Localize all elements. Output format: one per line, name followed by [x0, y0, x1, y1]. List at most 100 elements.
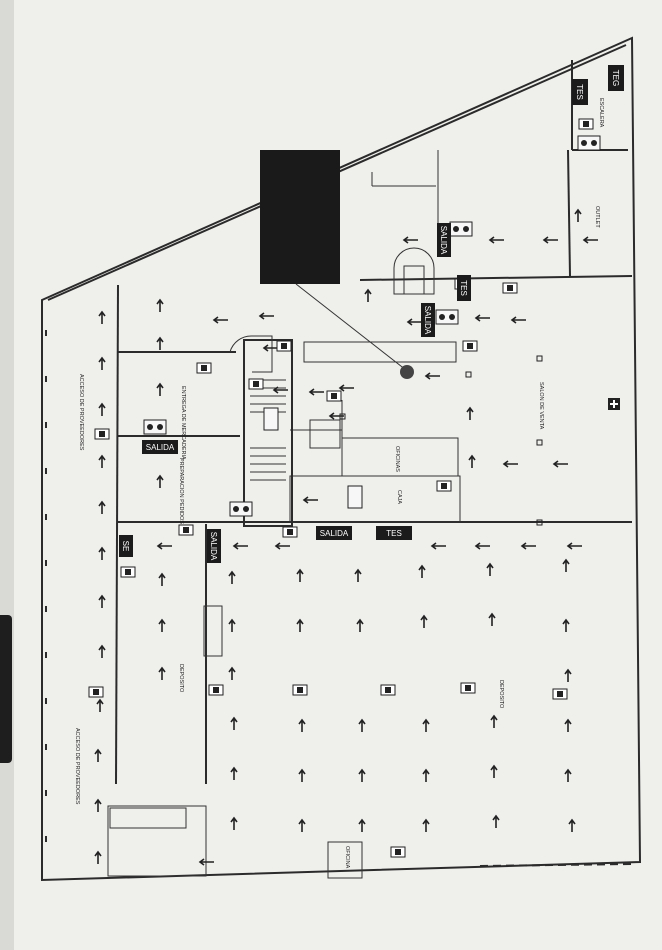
label-outlet: OUTLET — [594, 206, 600, 228]
label-escalera: ESCALERA — [598, 98, 604, 128]
label-entrega-de-mercaderia: ENTREGA DE MERCADERIA — [180, 386, 186, 460]
sign-tes-mid-text: TES — [459, 280, 468, 296]
sign-salida-bottom: SALIDA — [316, 526, 352, 540]
exit-arrow — [562, 558, 570, 572]
exit-arrow — [98, 356, 106, 370]
exit-arrow — [466, 406, 474, 420]
exit-arrow — [98, 546, 106, 560]
fire-extinguisher-icon — [248, 378, 264, 390]
left-depot-stair — [203, 605, 223, 657]
exit-arrow — [486, 562, 494, 576]
fire-extinguisher-icon — [326, 390, 342, 402]
exit-arrow — [98, 310, 106, 324]
fire-extinguisher-icon — [390, 846, 406, 858]
exit-arrow — [582, 236, 598, 244]
exit-arrow — [230, 716, 238, 730]
exit-arrow — [156, 474, 164, 488]
fire-extinguisher-icon — [380, 684, 396, 696]
exit-arrow — [420, 614, 428, 628]
hydrant-icon — [435, 309, 459, 325]
first-aid-icon — [608, 398, 620, 410]
exit-arrow — [94, 748, 102, 762]
sign-teg-text: TEG — [611, 70, 620, 86]
exit-arrow — [296, 568, 304, 582]
upper-stair — [393, 247, 435, 295]
label-deposito-left: DEPOSITO — [178, 664, 184, 693]
sign-salida-bottom-text: SALIDA — [320, 529, 349, 538]
exit-arrow — [156, 382, 164, 396]
exit-arrow — [296, 618, 304, 632]
exit-arrow — [96, 698, 104, 712]
fire-extinguisher-icon — [178, 524, 194, 536]
exit-arrow — [228, 618, 236, 632]
exit-arrow — [232, 542, 248, 550]
exit-arrow — [156, 298, 164, 312]
exit-arrow — [422, 768, 430, 782]
office-small — [309, 419, 341, 449]
exit-arrow — [94, 850, 102, 864]
exit-arrow — [492, 814, 500, 828]
sensor-squares — [339, 355, 543, 526]
fire-extinguisher-icon — [276, 340, 292, 352]
wall-sales-top — [359, 275, 633, 281]
exit-arrow — [358, 768, 366, 782]
fire-extinguisher-icon — [94, 428, 110, 440]
exit-arrow — [520, 542, 536, 550]
upper-stair-treads — [403, 265, 425, 295]
fire-extinguisher-icon — [502, 282, 518, 294]
exit-arrow — [422, 818, 430, 832]
sign-salida-left-text: SALIDA — [146, 443, 175, 452]
fire-extinguisher-icon — [208, 684, 224, 696]
exit-arrow — [564, 668, 572, 682]
exit-arrow — [298, 768, 306, 782]
sign-tes-top: TES — [572, 79, 588, 105]
sign-tes-bottom: TES — [376, 526, 412, 540]
exit-arrow — [298, 818, 306, 832]
sign-teg: TEG — [608, 65, 624, 91]
exit-arrow — [552, 460, 568, 468]
fire-extinguisher-icon — [460, 682, 476, 694]
exit-arrow — [302, 496, 318, 504]
exit-arrow — [158, 618, 166, 632]
exit-arrow — [308, 388, 324, 396]
label-oficina: OFICINA — [344, 846, 350, 869]
exit-arrow — [156, 336, 164, 350]
label-preparacion-pedidos: PREPARACION PEDIDOS — [178, 458, 184, 524]
exit-arrow — [94, 798, 102, 812]
exit-arrow — [338, 384, 354, 392]
leader-line — [295, 283, 407, 371]
sign-tes-bottom-text: TES — [386, 529, 402, 538]
exit-arrow — [356, 618, 364, 632]
exit-arrow — [424, 372, 440, 380]
exit-arrow — [488, 236, 504, 244]
compass-marker — [400, 365, 414, 379]
hydrant-icon — [143, 419, 167, 435]
exit-arrow — [212, 316, 228, 324]
exit-arrow — [262, 344, 278, 352]
exit-arrow — [230, 816, 238, 830]
exit-arrow — [358, 718, 366, 732]
sign-salida-1-text: SALIDA — [439, 226, 448, 255]
oficina-box — [327, 841, 363, 879]
sign-salida-1: SALIDA — [437, 223, 451, 257]
fire-extinguisher-icon — [88, 686, 104, 698]
fire-extinguisher-icon — [578, 118, 594, 130]
exit-arrow — [542, 236, 558, 244]
sign-salida-bottom-left: SALIDA — [207, 529, 221, 563]
redacted-area — [260, 150, 340, 284]
exit-arrow — [298, 718, 306, 732]
exit-arrow — [98, 454, 106, 468]
wall-outlet — [567, 149, 571, 277]
sign-se: SE — [119, 535, 133, 557]
bottom-left-room — [107, 805, 207, 877]
fire-extinguisher-icon — [120, 566, 136, 578]
exit-arrow — [328, 412, 344, 420]
sign-salida-2: SALIDA — [421, 303, 435, 337]
exit-arrow — [156, 542, 172, 550]
exit-arrow — [98, 644, 106, 658]
fire-extinguisher-icon — [552, 688, 568, 700]
exit-arrow — [158, 572, 166, 586]
label-oficinas: OFICINAS — [394, 446, 400, 472]
fire-extinguisher-icon — [462, 340, 478, 352]
